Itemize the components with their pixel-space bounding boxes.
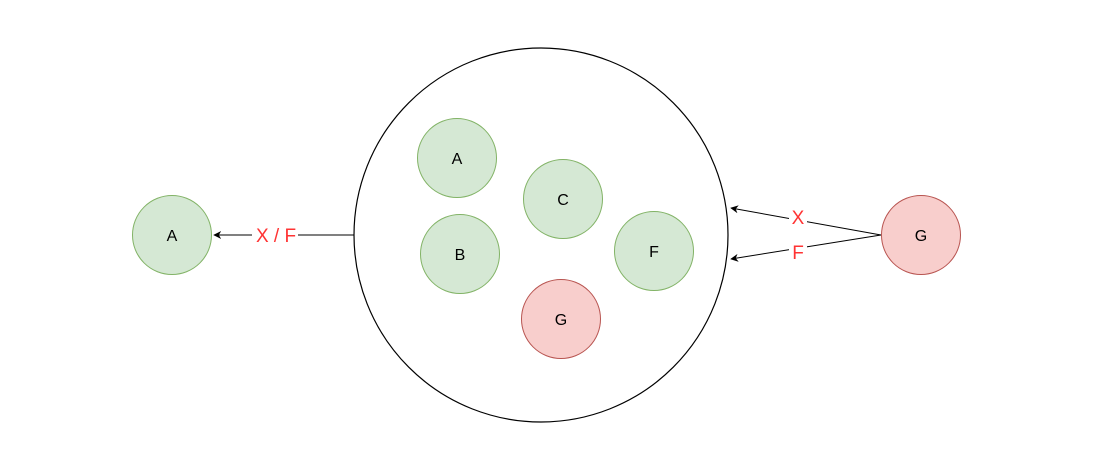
edge-label-left: X / F <box>256 226 296 247</box>
node-outside-g-label: G <box>915 228 927 245</box>
edge-label-right-top: X <box>792 208 805 229</box>
node-inner-b[interactable]: B <box>420 214 500 294</box>
node-outside-a[interactable]: A <box>132 195 212 275</box>
edge-label-right-bottom: F <box>792 243 804 264</box>
node-inner-g[interactable]: G <box>521 279 601 359</box>
node-inner-c-label: C <box>557 192 569 209</box>
edge-label-bg-left <box>252 223 298 247</box>
node-outside-a-label: A <box>167 228 178 245</box>
node-inner-g-label: G <box>555 312 567 329</box>
node-inner-b-label: B <box>455 247 466 264</box>
node-inner-f-label: F <box>649 244 659 261</box>
node-inner-a-label: A <box>452 151 463 168</box>
node-inner-a[interactable]: A <box>417 118 497 198</box>
node-inner-c[interactable]: C <box>523 159 603 239</box>
node-inner-f[interactable]: F <box>614 211 694 291</box>
edge-label-bg-right-bottom <box>789 241 807 262</box>
node-outside-g[interactable]: G <box>881 195 961 275</box>
edge-label-bg-right-top <box>789 206 807 227</box>
